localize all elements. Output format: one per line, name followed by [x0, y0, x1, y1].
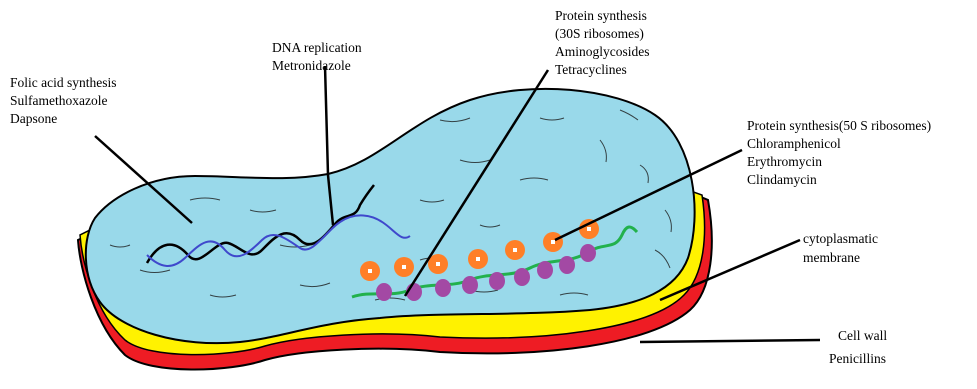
label-line: DNA replication: [272, 40, 362, 55]
label-line: Protein synthesis: [555, 8, 647, 23]
ribosome-30s-subunit: [489, 272, 505, 290]
label-protein-30s: Protein synthesis (30S ribosomes) Aminogly…: [555, 8, 650, 77]
ribosome-30s-subunit: [376, 283, 392, 301]
label-line: Dapsone: [10, 111, 57, 126]
label-line: Chloramphenicol: [747, 136, 841, 151]
label-line: Metronidazole: [272, 58, 351, 73]
ribosome-highlight: [402, 265, 406, 269]
label-line: Tetracyclines: [555, 62, 627, 77]
ribosome-highlight: [513, 248, 517, 252]
label-line: Cell wall: [838, 328, 887, 343]
label-protein-50s: Protein synthesis(50 S ribosomes) Chloram…: [747, 118, 931, 187]
label-line: (30S ribosomes): [555, 26, 644, 41]
ribosome-highlight: [587, 227, 591, 231]
ribosome-30s-subunit: [580, 244, 596, 262]
label-line: Clindamycin: [747, 172, 817, 187]
ribosome-30s-subunit: [462, 276, 478, 294]
label-line: Aminoglycosides: [555, 44, 650, 59]
label-line: Protein synthesis(50 S ribosomes): [747, 118, 931, 133]
label-membrane: cytoplasmatic membrane: [803, 231, 878, 265]
label-line: cytoplasmatic: [803, 231, 878, 246]
label-line: Folic acid synthesis: [10, 75, 117, 90]
ribosome-highlight: [436, 262, 440, 266]
label-line: Erythromycin: [747, 154, 822, 169]
ribosome-highlight: [476, 257, 480, 261]
ribosome-30s-subunit: [514, 268, 530, 286]
ribosome-30s-subunit: [559, 256, 575, 274]
ribosome-highlight: [368, 269, 372, 273]
label-line: membrane: [803, 250, 860, 265]
label-line: Sulfamethoxazole: [10, 93, 107, 108]
ribosome-highlight: [551, 240, 555, 244]
ribosome-30s-subunit: [537, 261, 553, 279]
label-line: Penicillins: [829, 351, 886, 366]
pointer-cellwall: [640, 340, 820, 342]
ribosome-30s-subunit: [435, 279, 451, 297]
